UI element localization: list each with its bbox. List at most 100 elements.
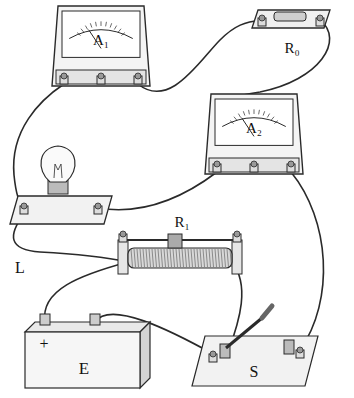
rheostat-tube bbox=[128, 248, 232, 268]
coil-winding bbox=[176, 249, 178, 267]
coil-winding bbox=[179, 249, 181, 267]
terminal-nut bbox=[234, 231, 240, 237]
scale-tick bbox=[234, 117, 237, 120]
scale-tick bbox=[90, 23, 92, 27]
component-label: A₁ bbox=[93, 33, 109, 48]
coil-winding bbox=[152, 249, 154, 267]
lamp-bulb bbox=[41, 146, 75, 182]
wire bbox=[98, 172, 217, 210]
lamp-base bbox=[10, 196, 112, 224]
component-label: A₂ bbox=[246, 121, 262, 136]
scale-tick bbox=[77, 33, 81, 36]
terminal-nut bbox=[214, 161, 220, 167]
scale-tick bbox=[248, 110, 250, 115]
coil-winding bbox=[194, 249, 196, 267]
terminal-nut bbox=[98, 73, 104, 79]
coil-winding bbox=[182, 249, 184, 267]
scale-tick bbox=[121, 33, 125, 36]
scale-tick bbox=[230, 121, 234, 124]
coil-winding bbox=[158, 249, 160, 267]
resistor-base bbox=[252, 10, 330, 28]
coil-winding bbox=[149, 249, 151, 267]
resistor-body bbox=[274, 12, 306, 21]
meter-body bbox=[205, 94, 303, 174]
scale-tick bbox=[85, 26, 87, 30]
scale-tick bbox=[101, 21, 102, 26]
scale-tick bbox=[267, 114, 269, 118]
terminal-nut bbox=[61, 73, 67, 79]
lamp-filament bbox=[54, 164, 62, 178]
scale-tick bbox=[118, 29, 121, 32]
switch-handle bbox=[262, 306, 272, 318]
scale-tick bbox=[114, 26, 116, 30]
coil-winding bbox=[131, 249, 133, 267]
switch-blade bbox=[226, 318, 262, 348]
coil-winding bbox=[203, 249, 205, 267]
battery-terminal bbox=[90, 314, 100, 325]
coil-winding bbox=[206, 249, 208, 267]
coil-winding bbox=[137, 249, 139, 267]
coil-winding bbox=[188, 249, 190, 267]
meter-panel bbox=[209, 158, 299, 172]
ammeter-symbol bbox=[205, 94, 303, 174]
scale-tick bbox=[258, 110, 260, 115]
slider bbox=[168, 234, 182, 248]
component-label: L bbox=[15, 260, 25, 276]
coil-winding bbox=[161, 249, 163, 267]
rheostat-end bbox=[232, 240, 242, 274]
battery-side bbox=[140, 322, 150, 388]
ammeter-symbol bbox=[52, 6, 150, 86]
scale-tick bbox=[263, 111, 265, 115]
battery-front bbox=[25, 332, 140, 388]
coil-winding bbox=[134, 249, 136, 267]
component-label: R₀ bbox=[284, 41, 299, 56]
terminal-nut bbox=[251, 161, 257, 167]
scale-tick bbox=[238, 114, 240, 118]
scale-tick bbox=[95, 22, 97, 27]
coil-winding bbox=[227, 249, 229, 267]
coil-winding bbox=[212, 249, 214, 267]
scale-tick bbox=[81, 29, 84, 32]
scale-tick bbox=[254, 109, 255, 114]
meter-face bbox=[62, 11, 140, 57]
meter-body bbox=[52, 6, 150, 86]
coil-winding bbox=[221, 249, 223, 267]
coil-winding bbox=[167, 249, 169, 267]
coil-winding bbox=[146, 249, 148, 267]
scale-tick bbox=[243, 111, 245, 115]
meter-face bbox=[215, 99, 293, 145]
component-label: E bbox=[79, 360, 89, 377]
coil-winding bbox=[173, 249, 175, 267]
scale-tick bbox=[110, 23, 112, 27]
coil-winding bbox=[200, 249, 202, 267]
terminal-nut bbox=[259, 15, 265, 21]
terminal-nut bbox=[317, 15, 323, 21]
scale-tick bbox=[274, 121, 278, 124]
scale-tick bbox=[271, 117, 274, 120]
terminal-nut bbox=[120, 231, 126, 237]
switch-jaw bbox=[284, 340, 294, 354]
scale-tick bbox=[105, 22, 107, 27]
terminal-nut bbox=[135, 73, 141, 79]
wire bbox=[291, 172, 323, 350]
coil-winding bbox=[215, 249, 217, 267]
coil-winding bbox=[197, 249, 199, 267]
terminal-nut bbox=[288, 161, 294, 167]
coil-winding bbox=[140, 249, 142, 267]
coil-winding bbox=[218, 249, 220, 267]
coil-winding bbox=[230, 249, 232, 267]
coil-winding bbox=[224, 249, 226, 267]
coil-winding bbox=[209, 249, 211, 267]
coil-winding bbox=[170, 249, 172, 267]
component-label: R₁ bbox=[174, 215, 189, 230]
switch-base bbox=[192, 336, 318, 386]
coil-winding bbox=[155, 249, 157, 267]
terminal-nut bbox=[21, 203, 27, 209]
wire bbox=[45, 262, 128, 322]
component-label: S bbox=[250, 364, 259, 380]
terminal-nut bbox=[297, 347, 303, 353]
battery-terminal bbox=[40, 314, 50, 325]
coil-winding bbox=[191, 249, 193, 267]
